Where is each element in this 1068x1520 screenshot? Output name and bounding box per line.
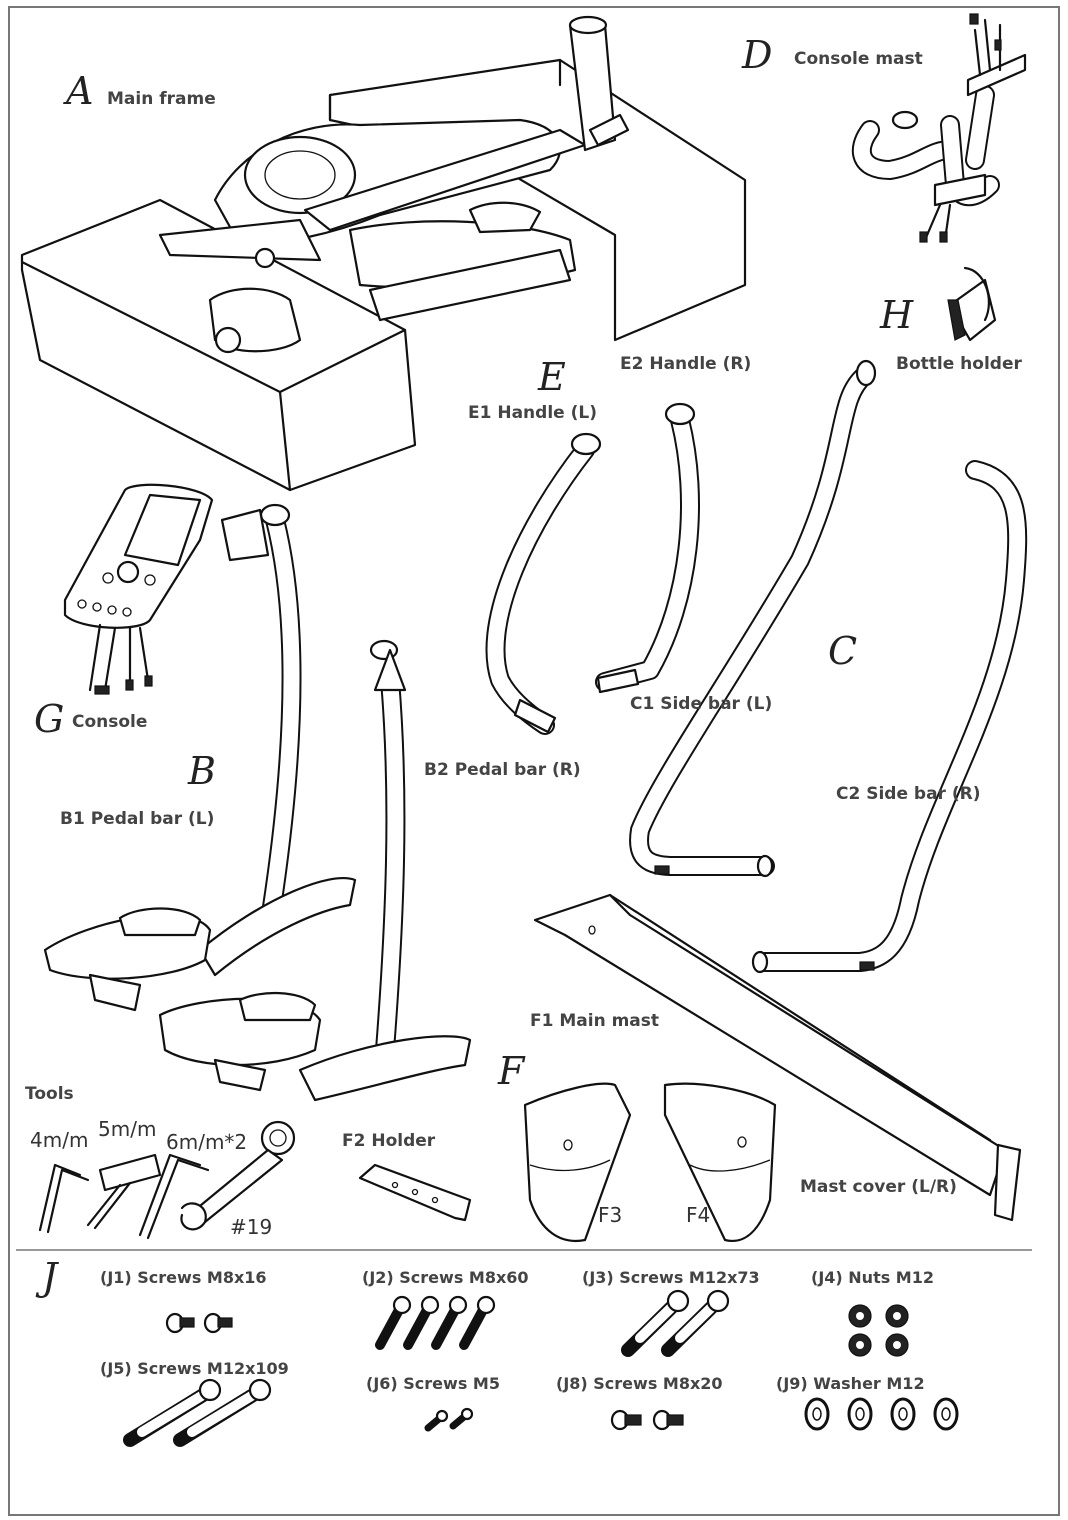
part-letter-j: J (42, 1255, 58, 1299)
tool-label-6mm: 6m/m*2 (166, 1130, 248, 1154)
label-holder: F2 Holder (342, 1131, 436, 1151)
label-bottle-holder: Bottle holder (896, 354, 1022, 374)
label-handle-r: E2 Handle (R) (620, 354, 752, 374)
part-letter-f: F (498, 1049, 525, 1093)
label-pedal-bar-l: B1 Pedal bar (L) (60, 809, 215, 829)
label-console: Console (72, 712, 148, 732)
tools-heading: Tools (25, 1084, 74, 1104)
label-mast-cover: Mast cover (L/R) (800, 1177, 957, 1197)
j1-screws-drawing (165, 1312, 233, 1334)
part-letter-a: A (66, 69, 94, 113)
label-main-mast: F1 Main mast (530, 1011, 660, 1031)
part-letter-h: H (880, 293, 914, 337)
tool-label-4mm: 4m/m (30, 1128, 89, 1152)
hardware-drawings (123, 1289, 959, 1447)
pedal-bars-drawing (43, 503, 472, 1102)
label-console-mast: Console mast (794, 49, 923, 69)
label-handle-l: E1 Handle (L) (468, 403, 597, 423)
hardware-label-j8: (J8) Screws M8x20 (556, 1374, 723, 1393)
mast-cover-drawing (523, 1082, 777, 1243)
main-mast-drawing (533, 893, 1022, 1222)
j3-screws-drawing (621, 1289, 730, 1357)
hardware-label-j9: (J9) Washer M12 (776, 1374, 925, 1393)
j6-screws-drawing (424, 1407, 474, 1432)
hardware-label-j6: (J6) Screws M5 (366, 1374, 500, 1393)
label-main-frame: Main frame (107, 89, 216, 109)
holder-drawing (358, 1163, 472, 1222)
label-f4: F4 (686, 1203, 711, 1227)
j4-nuts-drawing (848, 1304, 909, 1357)
tool-label-5mm: 5m/m (98, 1117, 157, 1141)
label-side-bar-r: C2 Side bar (R) (836, 784, 981, 804)
tool-label-wrench-19: #19 (230, 1215, 273, 1239)
j5-screws-drawing (123, 1378, 272, 1447)
label-side-bar-l: C1 Side bar (L) (630, 694, 773, 714)
part-letter-g: G (34, 697, 65, 741)
part-letter-b: B (188, 749, 216, 793)
part-letter-d: D (742, 33, 773, 77)
hardware-label-j2: (J2) Screws M8x60 (362, 1268, 529, 1287)
part-letter-c: C (828, 629, 858, 673)
hardware-label-j3: (J3) Screws M12x73 (582, 1268, 760, 1287)
label-pedal-bar-r: B2 Pedal bar (R) (424, 760, 581, 780)
j8-screws-drawing (610, 1409, 684, 1431)
bottle-holder-drawing (947, 266, 997, 342)
tools-drawing (38, 1120, 296, 1240)
j2-screws-drawing (375, 1295, 496, 1350)
part-letter-e: E (538, 355, 566, 399)
console-drawing (63, 483, 214, 695)
hardware-label-j1: (J1) Screws M8x16 (100, 1268, 267, 1287)
diagram-frame (8, 6, 1060, 1516)
main-frame-drawing (20, 15, 747, 492)
console-mast-drawing (851, 13, 1027, 243)
label-f3: F3 (598, 1203, 623, 1227)
side-bars-drawing (629, 359, 1028, 974)
hardware-label-j4: (J4) Nuts M12 (811, 1268, 934, 1287)
j9-washers-drawing (804, 1397, 959, 1431)
handles-drawing (485, 402, 700, 735)
hardware-label-j5: (J5) Screws M12x109 (100, 1359, 289, 1378)
